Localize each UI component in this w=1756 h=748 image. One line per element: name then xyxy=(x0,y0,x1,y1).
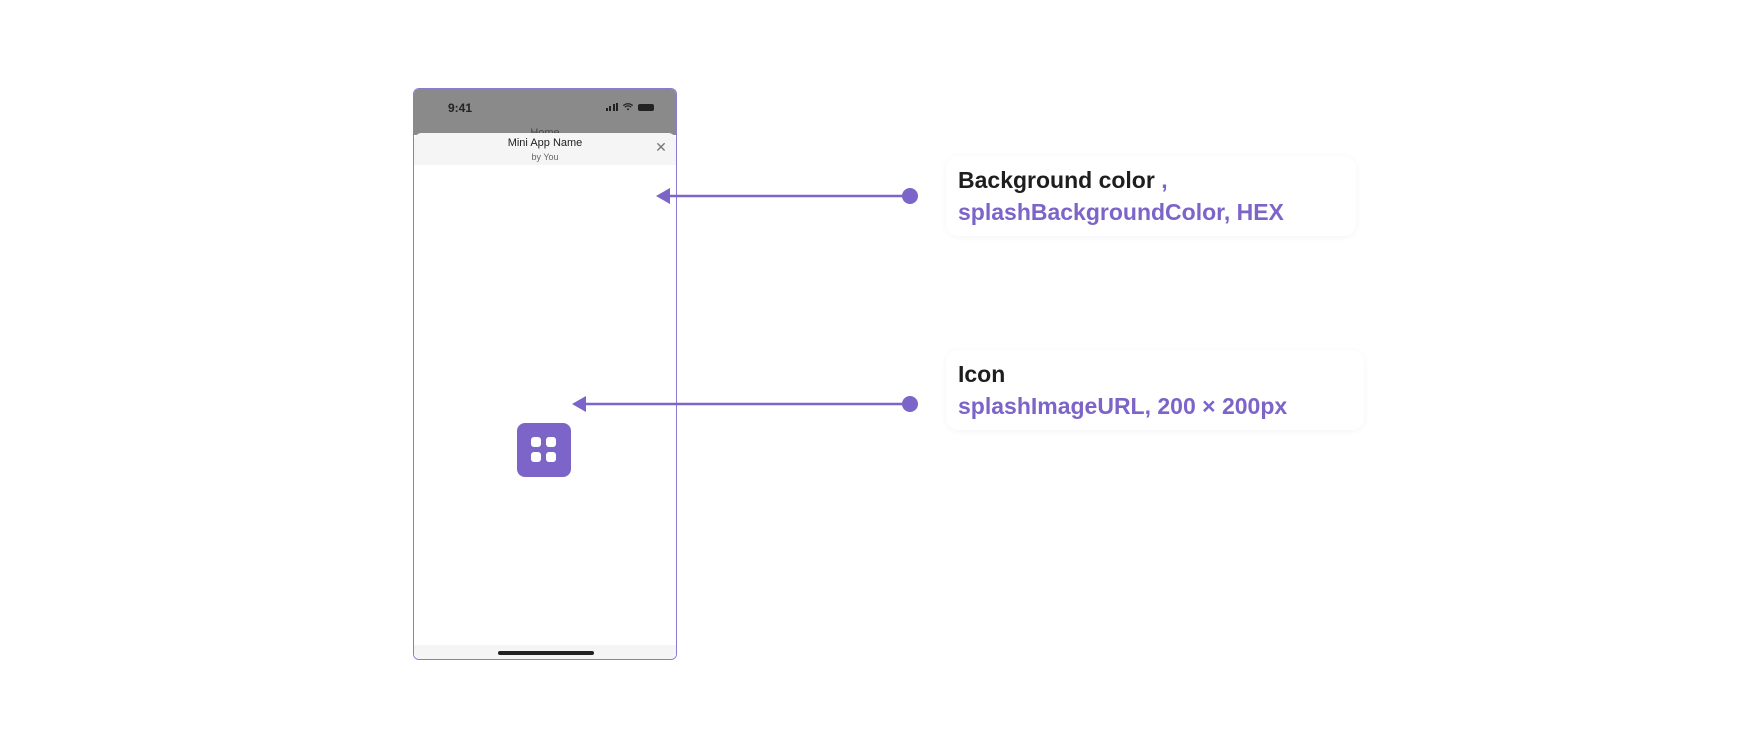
splash-grid-icon xyxy=(517,423,571,477)
mini-app-author: by You xyxy=(531,152,559,162)
background-app-title: Home xyxy=(530,127,560,135)
background-color-callout: Background color , splashBackgroundColor… xyxy=(946,156,1356,236)
mini-app-sheet: Mini App Name by You ✕ xyxy=(414,133,676,659)
close-icon[interactable]: ✕ xyxy=(655,139,667,155)
home-indicator[interactable] xyxy=(498,651,594,655)
status-bar: 9:41 Home xyxy=(414,89,676,135)
callout-subtitle: splashBackgroundColor, HEX xyxy=(958,199,1284,225)
callout-title: Icon xyxy=(958,361,1006,387)
status-icons xyxy=(605,103,654,111)
mini-app-name: Mini App Name xyxy=(507,137,583,149)
sheet-header: Mini App Name by You ✕ xyxy=(414,133,676,165)
home-bar-area xyxy=(414,645,676,659)
phone-mockup: 9:41 Home Mini App Name by You ✕ xyxy=(413,88,677,660)
signal-icon xyxy=(605,103,618,111)
callout-title-suffix: , xyxy=(1154,167,1168,193)
wifi-icon xyxy=(623,103,633,111)
callout-subtitle: splashImageURL, 200 × 200px xyxy=(958,393,1288,419)
status-time: 9:41 xyxy=(448,101,473,115)
icon-callout: Icon splashImageURL, 200 × 200px xyxy=(946,350,1364,430)
callout-title: Background color xyxy=(958,167,1155,193)
battery-icon xyxy=(638,103,654,111)
